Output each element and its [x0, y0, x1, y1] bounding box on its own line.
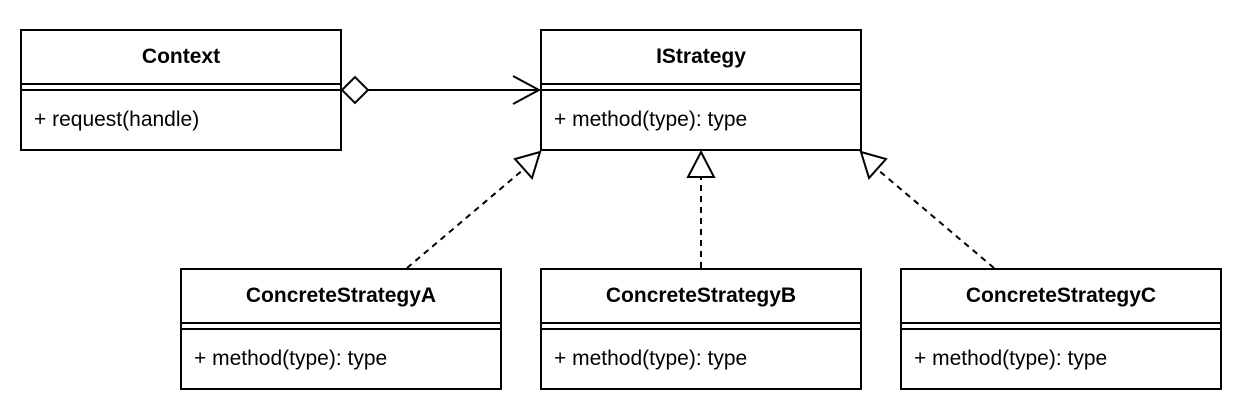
compartment-divider	[542, 83, 860, 91]
realization-line-a	[406, 168, 525, 269]
class-concrete-strategy-c[interactable]: ConcreteStrategyC + method(type): type	[900, 268, 1222, 390]
realization-arrowhead-b	[686, 149, 716, 178]
class-method: + method(type): type	[194, 347, 388, 370]
class-concrete-strategy-a[interactable]: ConcreteStrategyA + method(type): type	[180, 268, 502, 390]
compartment-divider	[902, 322, 1220, 330]
realization-arrowhead-c	[859, 150, 888, 180]
realization-connector-c	[859, 150, 995, 269]
realization-line-c	[876, 168, 995, 269]
aggregation-connector	[340, 75, 542, 105]
class-method: + request(handle)	[34, 108, 200, 131]
compartment-divider	[542, 322, 860, 330]
compartment-divider	[182, 322, 500, 330]
class-method: + method(type): type	[554, 108, 748, 131]
navigability-arrowhead	[512, 75, 542, 105]
class-name: Context	[141, 45, 221, 68]
class-name: ConcreteStrategyC	[965, 284, 1157, 307]
realization-connector-a	[406, 150, 542, 269]
class-name: ConcreteStrategyB	[605, 284, 797, 307]
aggregation-diamond	[340, 75, 370, 105]
class-method: + method(type): type	[554, 347, 748, 370]
class-name: IStrategy	[656, 45, 746, 68]
class-istrategy[interactable]: IStrategy + method(type): type	[540, 29, 862, 151]
realization-arrowhead-a	[513, 150, 542, 180]
realization-connector-b	[686, 149, 716, 268]
compartment-divider	[22, 83, 340, 91]
class-name: ConcreteStrategyA	[245, 284, 437, 307]
class-method: + method(type): type	[914, 347, 1108, 370]
class-context[interactable]: Context + request(handle)	[20, 29, 342, 151]
class-concrete-strategy-b[interactable]: ConcreteStrategyB + method(type): type	[540, 268, 862, 390]
